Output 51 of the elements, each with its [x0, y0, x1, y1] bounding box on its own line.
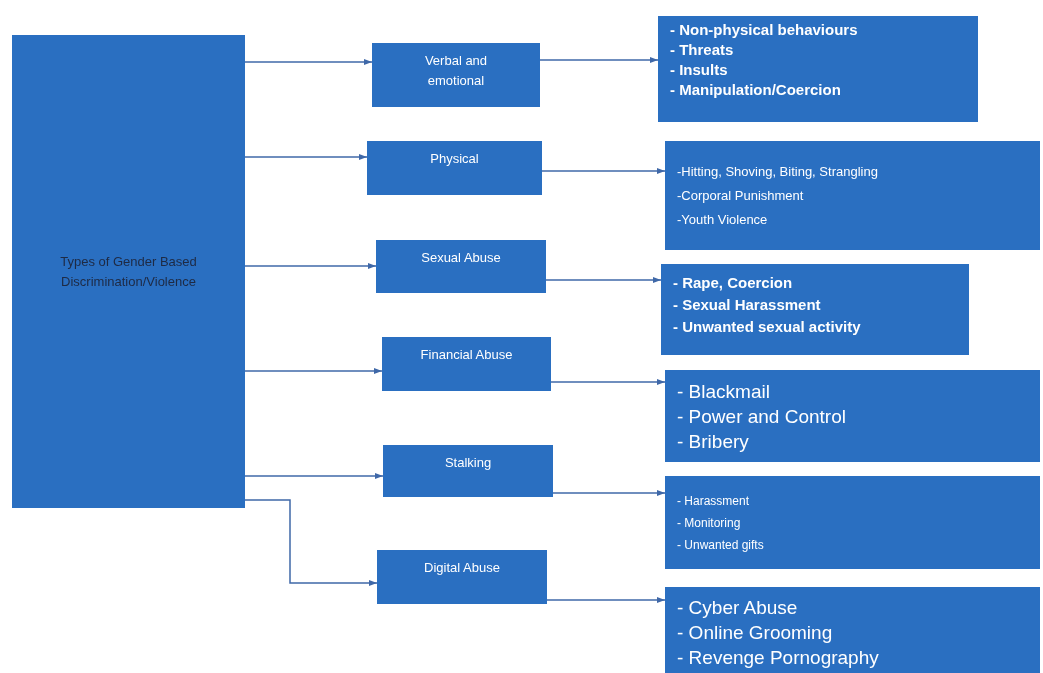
list-item: - Online Grooming: [677, 621, 834, 645]
arrow: [244, 368, 383, 374]
list-item: - Insults: [670, 60, 729, 80]
category-box: [377, 550, 547, 604]
category-box: [367, 141, 542, 195]
arrow: [541, 168, 666, 174]
arrow: [539, 57, 659, 63]
list-item: - Bribery: [677, 429, 750, 454]
list-item: - Manipulation/Coercion: [670, 80, 842, 100]
category-box: [376, 240, 546, 293]
list-item: - Power and Control: [677, 404, 847, 429]
arrow: [244, 263, 377, 269]
detail-list-box: [665, 476, 1040, 569]
box-label: Sexual Abuse: [421, 249, 501, 267]
list-item: -Youth Violence: [677, 210, 769, 229]
arrow: [546, 597, 666, 603]
list-item: - Rape, Coercion: [673, 273, 794, 293]
box-label: Verbal and emotional: [423, 52, 489, 90]
list-item: - Revenge Pornography: [677, 646, 880, 670]
arrow: [244, 154, 368, 160]
box-label: Physical: [430, 150, 479, 168]
list-item: - Monitoring: [677, 514, 742, 532]
detail-list-box: [661, 264, 969, 355]
detail-list-box: [665, 370, 1040, 462]
detail-list-box: [665, 141, 1040, 250]
box-label: Digital Abuse: [424, 559, 500, 577]
category-box: [372, 43, 540, 107]
list-item: -Corporal Punishment: [677, 186, 805, 205]
arrow: [545, 277, 662, 283]
list-item: - Unwanted sexual activity: [673, 317, 862, 337]
list-item: - Blackmail: [677, 379, 771, 404]
category-box: [382, 337, 551, 391]
list-item: - Non-physical behaviours: [670, 20, 859, 40]
list-item: - Threats: [670, 40, 735, 60]
list-item: -Hitting, Shoving, Biting, Strangling: [677, 162, 879, 181]
arrow: [244, 59, 373, 65]
box-label: Financial Abuse: [420, 346, 513, 364]
list-item: - Cyber Abuse: [677, 596, 799, 620]
list-item: - Sexual Harassment: [673, 295, 822, 315]
detail-list-box: [665, 587, 1040, 673]
detail-list-box: [658, 16, 978, 122]
arrow: [552, 490, 666, 496]
list-item: - Harassment: [677, 492, 751, 510]
list-item: - Unwanted gifts: [677, 536, 765, 554]
category-title-box: [12, 35, 245, 508]
box-label: Types of Gender Based Discrimination/Violence: [59, 252, 198, 291]
arrow: [244, 473, 384, 479]
category-box: [383, 445, 553, 497]
arrow: [244, 499, 378, 586]
arrow: [550, 379, 666, 385]
box-label: Stalking: [444, 454, 492, 472]
